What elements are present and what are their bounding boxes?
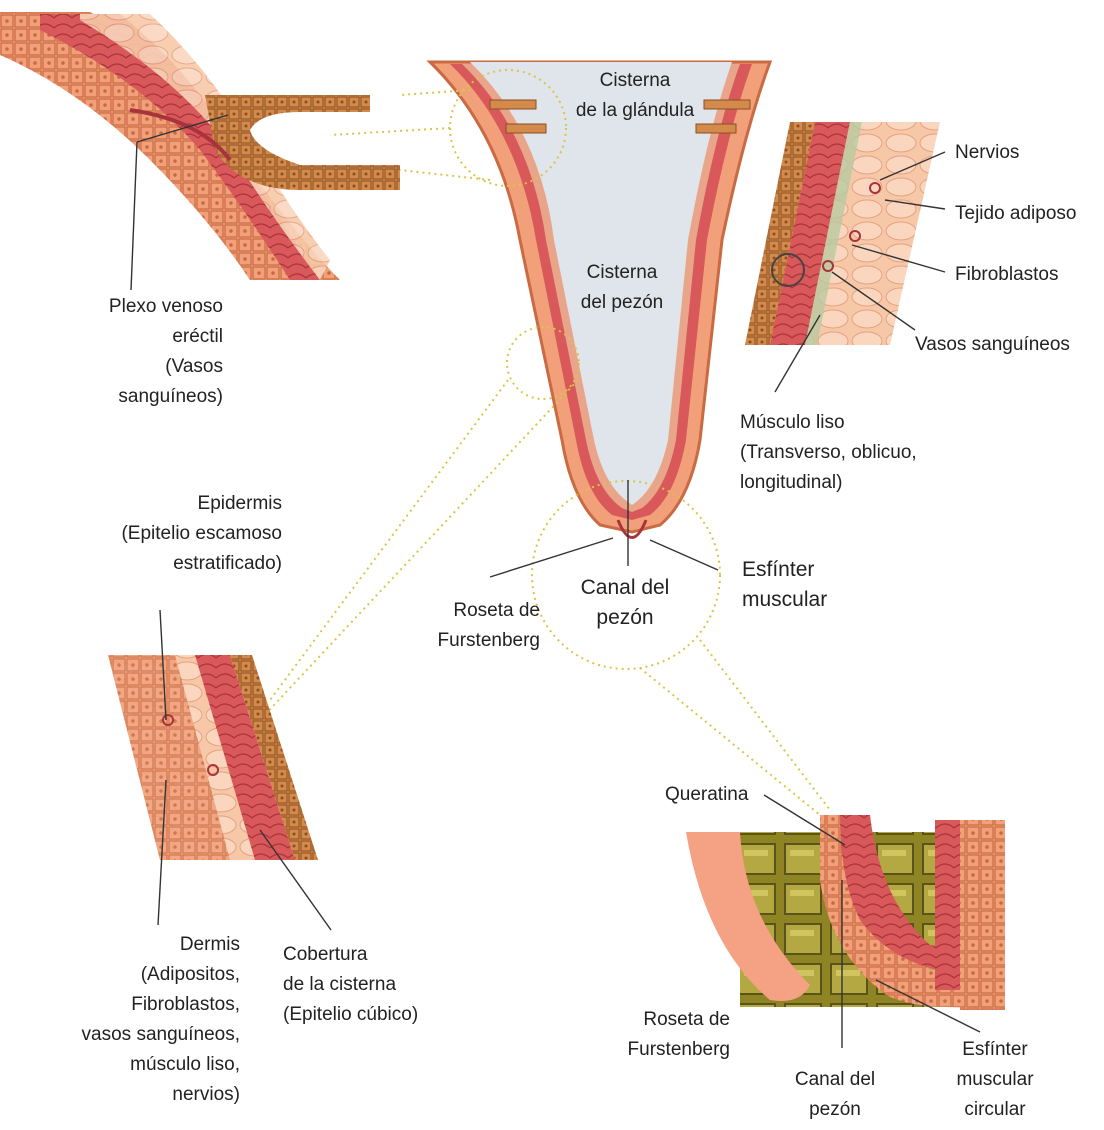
canal-magnified bbox=[686, 815, 1005, 1010]
label-cisterna-glandula: Cisterna de la glándula bbox=[565, 66, 705, 126]
label-esfinter-circular: Esfínter muscular circular bbox=[935, 1035, 1055, 1125]
label-queratina: Queratina bbox=[665, 780, 775, 810]
label-tejido-adiposo: Tejido adiposo bbox=[955, 199, 1100, 229]
label-dermis: Dermis (Adipositos, Fibroblastos, vasos … bbox=[5, 930, 240, 1110]
label-plexo: Plexo venoso eréctil (Vasos sanguíneos) bbox=[60, 292, 223, 412]
label-esfinter-center: Esfínter muscular bbox=[742, 555, 882, 615]
wall-magnified-left bbox=[108, 655, 318, 860]
label-fibroblastos: Fibroblastos bbox=[955, 260, 1095, 290]
label-cisterna-pezon: Cisterna del pezón bbox=[562, 258, 682, 318]
label-vasos: Vasos sanguíneos bbox=[915, 330, 1095, 360]
label-musculo-liso: Músculo liso (Transverso, oblicuo, longi… bbox=[740, 408, 970, 498]
wall-magnified-right bbox=[745, 122, 940, 345]
label-roseta-bottom: Roseta de Furstenberg bbox=[590, 1005, 730, 1065]
label-cobertura: Cobertura de la cisterna (Epitelio cúbic… bbox=[283, 940, 463, 1030]
label-canal-pezon-center: Canal del pezón bbox=[560, 573, 690, 633]
label-nervios: Nervios bbox=[955, 138, 1095, 168]
label-canal-bottom: Canal del pezón bbox=[770, 1065, 900, 1125]
label-epidermis: Epidermis (Epitelio escamoso estratifica… bbox=[30, 489, 282, 579]
label-roseta-center: Roseta de Furstenberg bbox=[395, 596, 540, 656]
plexus-magnified bbox=[0, 12, 400, 280]
